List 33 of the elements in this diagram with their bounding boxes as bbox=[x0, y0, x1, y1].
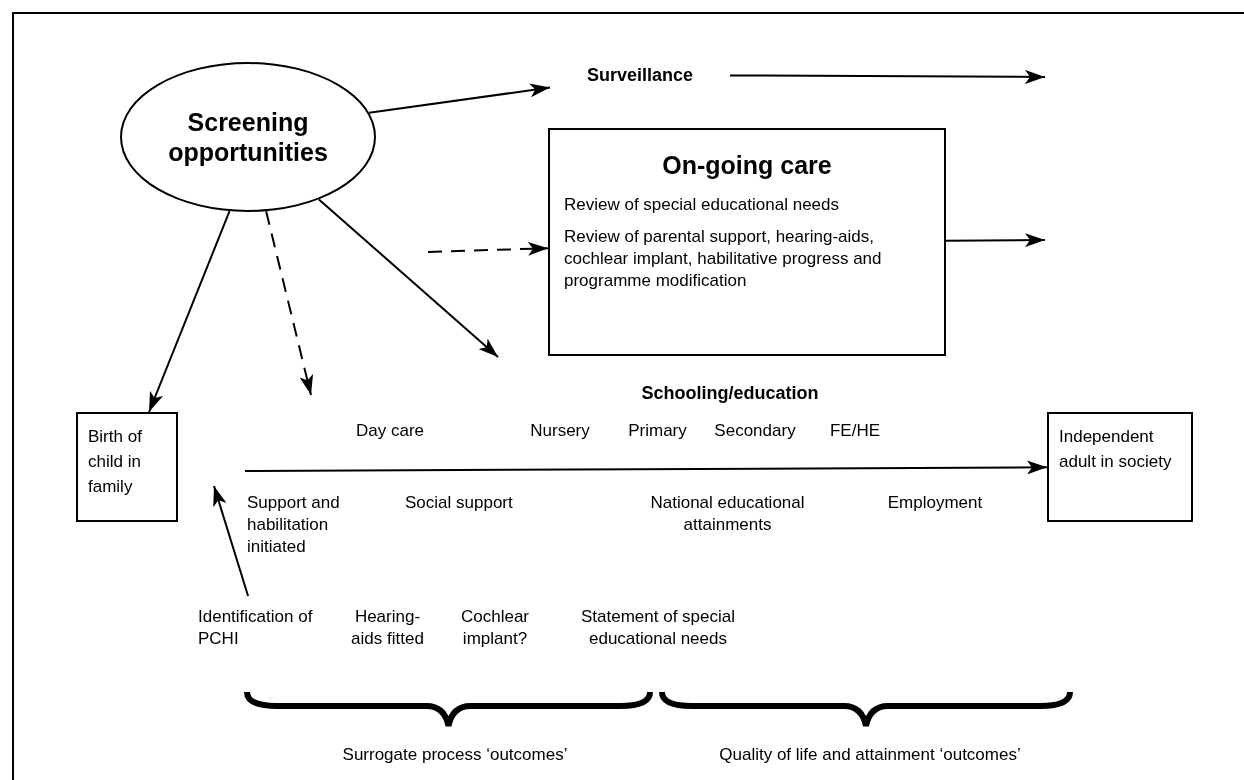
milestone-text: Statement of special educational needs bbox=[580, 606, 736, 650]
arrow bbox=[317, 198, 499, 358]
arrow bbox=[244, 460, 1048, 475]
dashed-arrow bbox=[427, 241, 549, 256]
arrow bbox=[148, 210, 231, 413]
box-text: Review of special educational needs bbox=[564, 194, 840, 216]
end-box: Independent adult in society bbox=[1047, 412, 1193, 522]
screening-ellipse: Screening opportunities bbox=[120, 62, 376, 212]
stage-label: Surveillance bbox=[560, 64, 720, 86]
arrow bbox=[729, 69, 1046, 84]
arrow bbox=[945, 233, 1046, 248]
box-heading: On-going care bbox=[661, 150, 833, 180]
brace-label: Quality of life and attainment ‘outcomes’ bbox=[718, 744, 1022, 766]
outcome-label: Social support bbox=[405, 492, 514, 514]
outcome-label: National educational attainments bbox=[649, 492, 806, 536]
arrow bbox=[368, 83, 551, 114]
outcome-label: Employment bbox=[886, 492, 984, 514]
arrow bbox=[213, 485, 250, 597]
section-heading: Schooling/education bbox=[640, 382, 820, 404]
stage-label: FE/HE bbox=[828, 420, 882, 442]
stage-label: Primary bbox=[627, 420, 688, 442]
milestone-text: Identification of PCHI bbox=[198, 606, 318, 650]
dashed-arrow bbox=[265, 210, 314, 396]
care-box bbox=[548, 128, 946, 356]
start-box: Birth of child in family bbox=[76, 412, 178, 522]
stage-label: Secondary bbox=[713, 420, 797, 442]
milestone-text: Cochlear implant? bbox=[459, 606, 530, 650]
stage-label: Nursery bbox=[529, 420, 591, 442]
outcome-label: Support and habilitation initiated bbox=[247, 492, 341, 558]
milestone-text: Hearing-aids fitted bbox=[350, 606, 425, 650]
box-text: Review of parental support, hearing-aids, cochlear implant, habilitative progress and programme modification bbox=[564, 226, 883, 292]
stage-label: Day care bbox=[355, 420, 425, 442]
brace-label: Surrogate process ‘outcomes’ bbox=[341, 744, 569, 766]
